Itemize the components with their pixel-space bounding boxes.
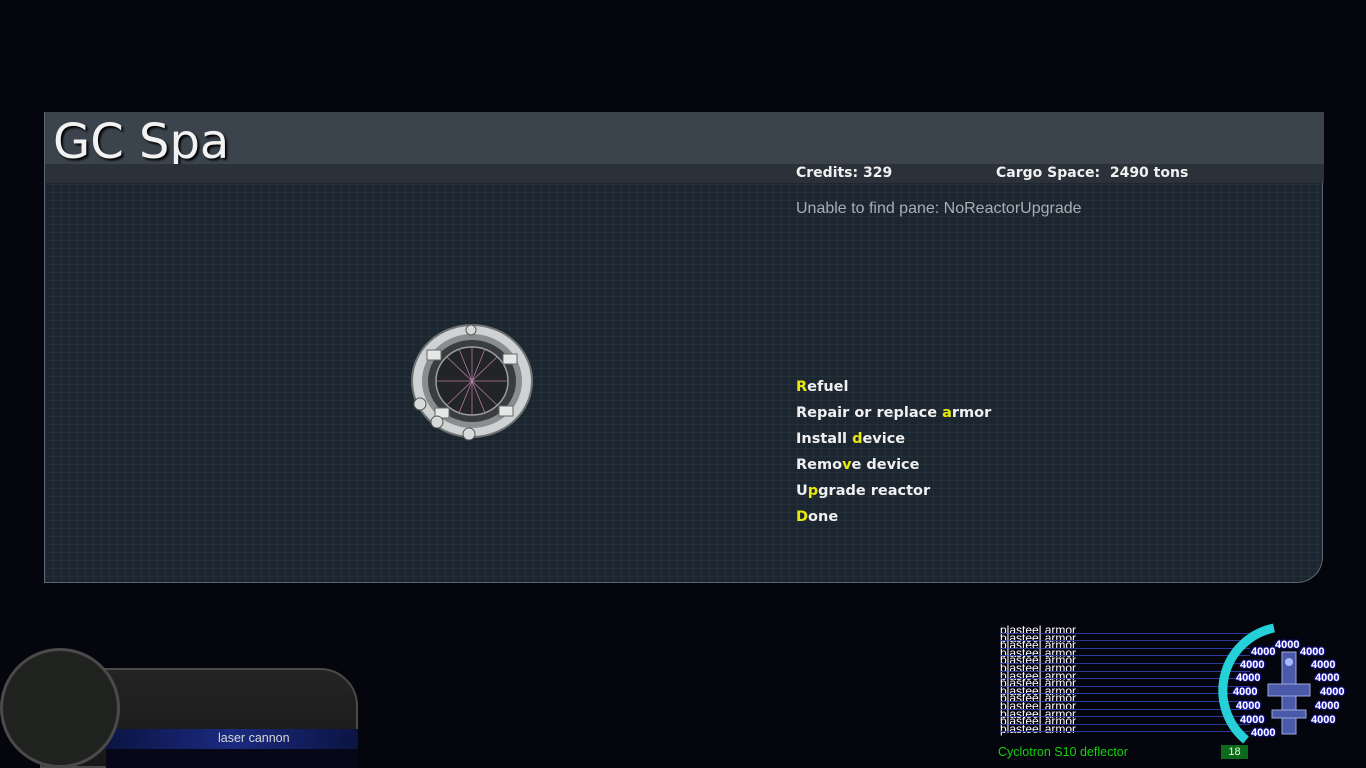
cargo-space-label: Cargo Space: 2490 tons [996,165,1189,181]
armor-segment-line [1000,678,1250,680]
armor-segment-value: 4000 [1275,639,1300,651]
armor-segment-value: 4000 [1236,700,1261,712]
armor-segment-value: 4000 [1240,659,1265,671]
armor-segment-row: plasteel armor [1000,647,1250,659]
title-bar [45,112,1324,164]
armor-segment-value: 4000 [1311,714,1336,726]
menu-install-device[interactable]: Install device [796,431,906,447]
shield-arc [1218,623,1275,744]
armor-segment-row: plasteel armor [1000,662,1250,674]
menu-repair-armor[interactable]: Repair or replace armor [796,405,992,421]
station-image [411,324,533,441]
armor-segment-line [1000,685,1250,687]
armor-segment-value: 4000 [1320,686,1345,698]
armor-segment-line [1000,655,1250,657]
armor-segment-line [1000,647,1250,649]
menu-upgrade-reactor[interactable]: Upgrade reactor [796,483,931,499]
station-title: GC Spa [53,114,230,170]
weapon-target-scope [0,648,120,768]
armor-segment-value: 4000 [1233,686,1258,698]
menu-done[interactable]: Done [796,509,839,525]
weapon-selected-strip [106,729,358,749]
pane-error-message: Unable to find pane: NoReactorUpgrade [796,200,1082,217]
info-bar [45,164,1324,183]
armor-segment-row: plasteel armor [1000,715,1250,727]
shield-generator-name: Cyclotron S10 deflector [998,745,1128,759]
armor-segment-line [1000,700,1250,702]
armor-segment-line [1000,662,1250,664]
ship-hull-display [1218,623,1311,744]
armor-segment-row: plasteel armor [1000,700,1250,712]
armor-segment-line [1000,693,1250,695]
armor-segment-line [1000,716,1250,718]
armor-segment-line [1000,670,1250,672]
armor-segment-row: plasteel armor [1000,632,1250,644]
armor-segment-row: plasteel armor [1000,692,1250,704]
armor-segment-row: plasteel armor [1000,708,1250,720]
armor-segment-row: plasteel armor [1000,654,1250,666]
armor-segment-row: plasteel armor [1000,677,1250,689]
menu-refuel[interactable]: Refuel [796,379,849,395]
armor-segment-value: 4000 [1300,646,1325,658]
armor-segment-line [1000,632,1250,634]
menu-remove-device[interactable]: Remove device [796,457,920,473]
armor-segment-value: 4000 [1251,646,1276,658]
armor-segment-line [1000,708,1250,710]
weapon-name: laser cannon [218,731,290,745]
armor-segment-row: plasteel armor [1000,721,1250,736]
armor-segment-value: 4000 [1236,672,1261,684]
armor-segment-row: plasteel armor [1000,639,1250,651]
armor-segment-value: 4000 [1240,714,1265,726]
weapon-strip-lower [106,749,358,768]
armor-segment-row: plasteel armor [1000,670,1250,682]
ship-icon [1267,651,1311,735]
shield-level-badge: 18 [1221,745,1248,759]
armor-segment-label: plasteel armor [1000,721,1077,736]
dock-screen-panel: GC Spa Credits: 329 Cargo Space: 2490 to… [44,112,1324,583]
armor-segment-row: plasteel armor [1000,624,1250,636]
armor-segment-line [1000,640,1250,642]
armor-segment-value: 4000 [1315,672,1340,684]
armor-segment-line [1000,723,1250,725]
credits-label: Credits: 329 [796,165,893,181]
armor-segment-line [1000,731,1250,733]
armor-segment-value: 4000 [1251,727,1276,739]
armor-segment-value: 4000 [1311,659,1336,671]
armor-segment-value: 4000 [1315,700,1340,712]
armor-segment-row: plasteel armor [1000,685,1250,697]
dock-actions-menu: Refuel Repair or replace armor Install d… [796,378,991,534]
